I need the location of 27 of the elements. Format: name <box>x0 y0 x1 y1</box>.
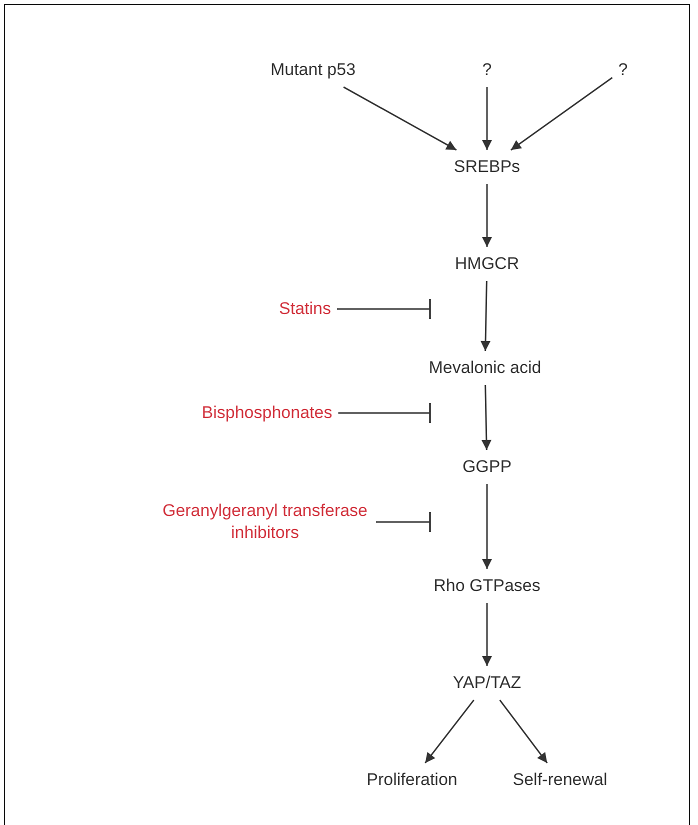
inhibition-line <box>337 298 431 320</box>
inhibitor-label: Geranylgeranyl transferase inhibitors <box>160 500 370 544</box>
inhibition-line <box>338 402 431 424</box>
arrow <box>482 87 492 150</box>
arrow <box>481 385 492 450</box>
molecule-label: Mevalonic acid <box>428 356 542 380</box>
inhibition-line <box>376 511 431 533</box>
arrow <box>424 700 474 764</box>
molecule-label: Self-renewal <box>512 768 608 792</box>
arrow <box>482 484 492 569</box>
molecule-label: YAP/TAZ <box>452 672 522 694</box>
molecule-label: GGPP <box>462 456 512 478</box>
molecule-label: Proliferation <box>366 768 458 792</box>
molecule-label: HMGCR <box>454 252 520 276</box>
arrow <box>510 77 613 151</box>
arrow <box>499 700 548 764</box>
molecule-label: Mutant p53 <box>270 58 356 82</box>
arrow <box>480 281 491 351</box>
molecule-label: SREBPs <box>454 156 520 178</box>
inhibitor-label: Statins <box>279 298 331 320</box>
arrow <box>482 184 492 247</box>
molecule-label: ? <box>618 58 628 82</box>
arrow <box>482 603 492 666</box>
inhibitor-label: Bisphosphonates <box>202 402 332 424</box>
molecule-label: Rho GTPases <box>434 574 540 598</box>
arrow <box>343 86 457 151</box>
molecule-label: ? <box>482 58 492 82</box>
